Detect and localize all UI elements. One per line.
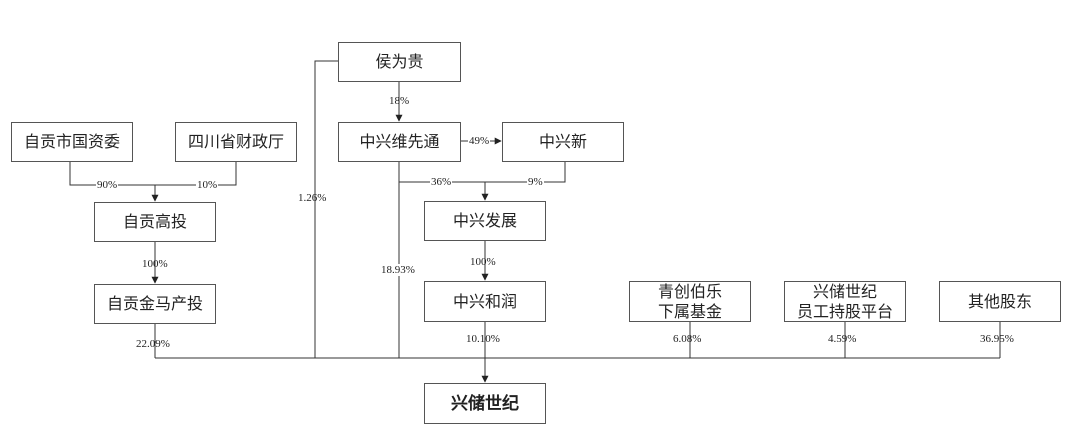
node-xingchu-shiji: 兴储世纪 xyxy=(424,383,546,424)
edge-label-fund-to-target: 6.08% xyxy=(673,333,702,345)
node-employee-platform: 兴储世纪 员工持股平台 xyxy=(784,281,906,322)
edge-label-weixiantong-to-xin: 49% xyxy=(468,135,491,147)
node-qingchuang-fund: 青创伯乐 下属基金 xyxy=(629,281,751,322)
edge-label-jinma-to-target: 22.09% xyxy=(136,338,170,350)
node-zigong-gaotou: 自贡高投 xyxy=(94,202,216,242)
node-zte-fazhan: 中兴发展 xyxy=(424,201,546,241)
node-other-shareholders: 其他股东 xyxy=(939,281,1061,322)
node-zigong-sasac: 自贡市国资委 xyxy=(11,122,133,162)
node-zigong-jinma: 自贡金马产投 xyxy=(94,284,216,324)
edge-label-gaotou-to-jinma: 100% xyxy=(142,258,168,270)
edge-label-fazhan-to-herun: 100% xyxy=(470,256,496,268)
node-zte-herun: 中兴和润 xyxy=(424,281,546,322)
node-zte-weixiantong: 中兴维先通 xyxy=(338,122,461,162)
edge-label-xin-to-fazhan: 9% xyxy=(527,176,544,188)
edge-label-finance-to-gaotou: 10% xyxy=(196,179,219,191)
edge-label-weixiantong-to-target: 18.93% xyxy=(380,264,416,276)
edge-label-hou-to-target: 1.26% xyxy=(298,192,327,204)
edge-label-weixiantong-to-fazhan: 36% xyxy=(430,176,453,188)
edge-label-sasac-to-gaotou: 90% xyxy=(96,179,119,191)
edge-label-herun-to-target: 10.10% xyxy=(466,333,500,345)
node-sichuan-finance: 四川省财政厅 xyxy=(175,122,297,162)
node-hou-weigui: 侯为贵 xyxy=(338,42,461,82)
node-zte-xin: 中兴新 xyxy=(502,122,624,162)
edge-label-others-to-target: 36.95% xyxy=(980,333,1014,345)
edge-label-platform-to-target: 4.59% xyxy=(828,333,857,345)
edge-label-hou-to-weixiantong: 18% xyxy=(389,95,410,107)
